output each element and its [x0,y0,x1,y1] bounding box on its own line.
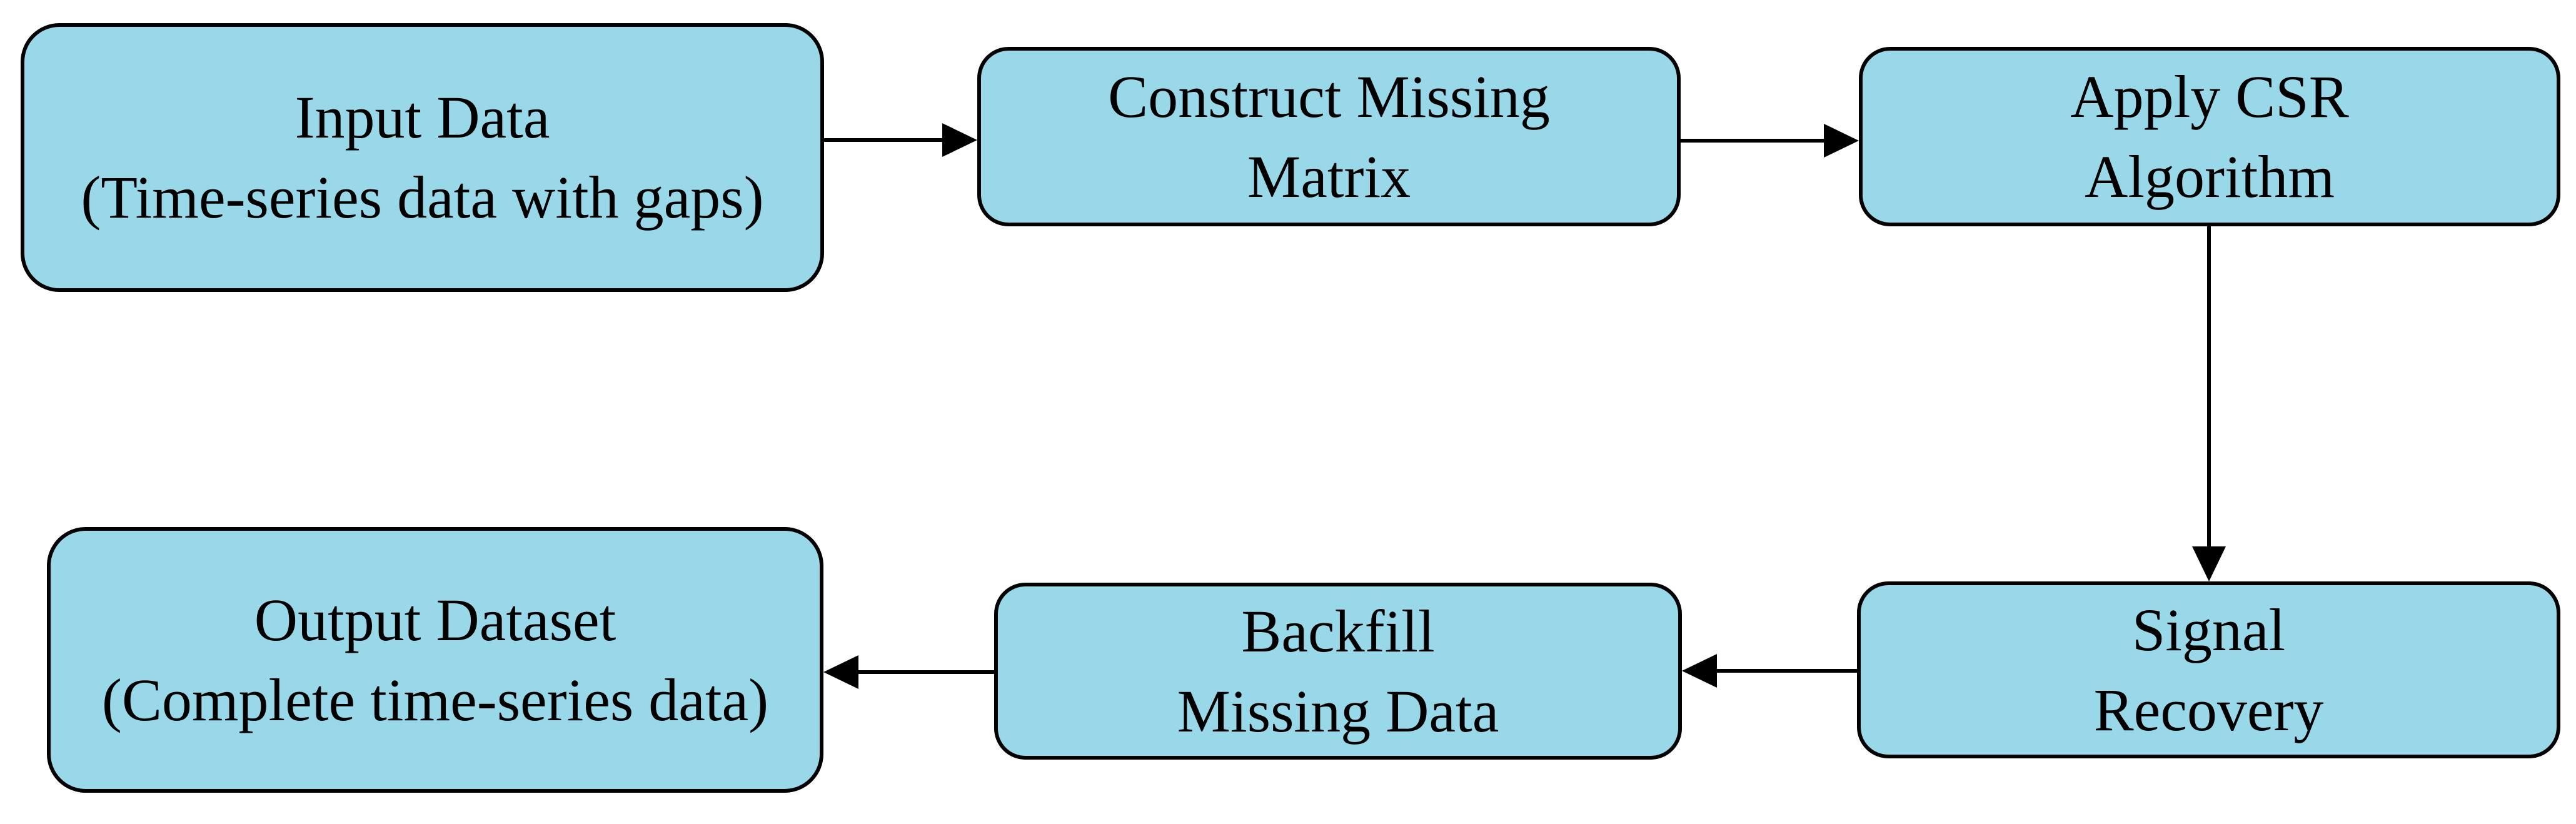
node-backfill-missing-data-line1: Backfill [1241,597,1435,665]
arrow-line-backfill-to-output [858,670,994,674]
node-backfill-missing-data-line2: Missing Data [1177,677,1499,745]
node-construct-missing-matrix-line2: Matrix [1247,143,1411,210]
node-signal-recovery-line1: Signal [2131,596,2286,663]
node-input-data: Input Data (Time-series data with gaps) [21,23,824,292]
arrowhead-down-icon [2192,546,2226,581]
node-construct-missing-matrix-line1: Construct Missing [1108,63,1550,130]
node-apply-csr-algorithm: Apply CSR Algorithm [1859,47,2560,226]
arrow-line-construct-to-apply [1681,139,1826,143]
node-backfill-missing-data: Backfill Missing Data [994,583,1682,760]
arrowhead-right-icon [942,123,977,157]
node-apply-csr-algorithm-line1: Apply CSR [2070,63,2349,130]
arrowhead-left-icon [823,655,858,689]
node-output-dataset: Output Dataset (Complete time-series dat… [47,527,823,793]
node-input-data-line2: (Time-series data with gaps) [81,164,764,231]
arrowhead-right-icon [1824,124,1859,158]
node-construct-missing-matrix: Construct Missing Matrix [977,47,1681,226]
node-signal-recovery-line2: Recovery [2093,676,2324,743]
arrowhead-left-icon [1682,654,1717,688]
node-signal-recovery: Signal Recovery [1857,581,2560,758]
arrow-line-signal-to-backfill [1716,669,1857,673]
arrow-line-apply-to-signal [2207,226,2211,548]
arrow-line-input-to-construct [824,138,944,142]
node-output-dataset-line1: Output Dataset [254,586,616,653]
node-input-data-line1: Input Data [294,84,550,151]
node-apply-csr-algorithm-line2: Algorithm [2085,143,2335,210]
node-output-dataset-line2: (Complete time-series data) [101,666,769,733]
